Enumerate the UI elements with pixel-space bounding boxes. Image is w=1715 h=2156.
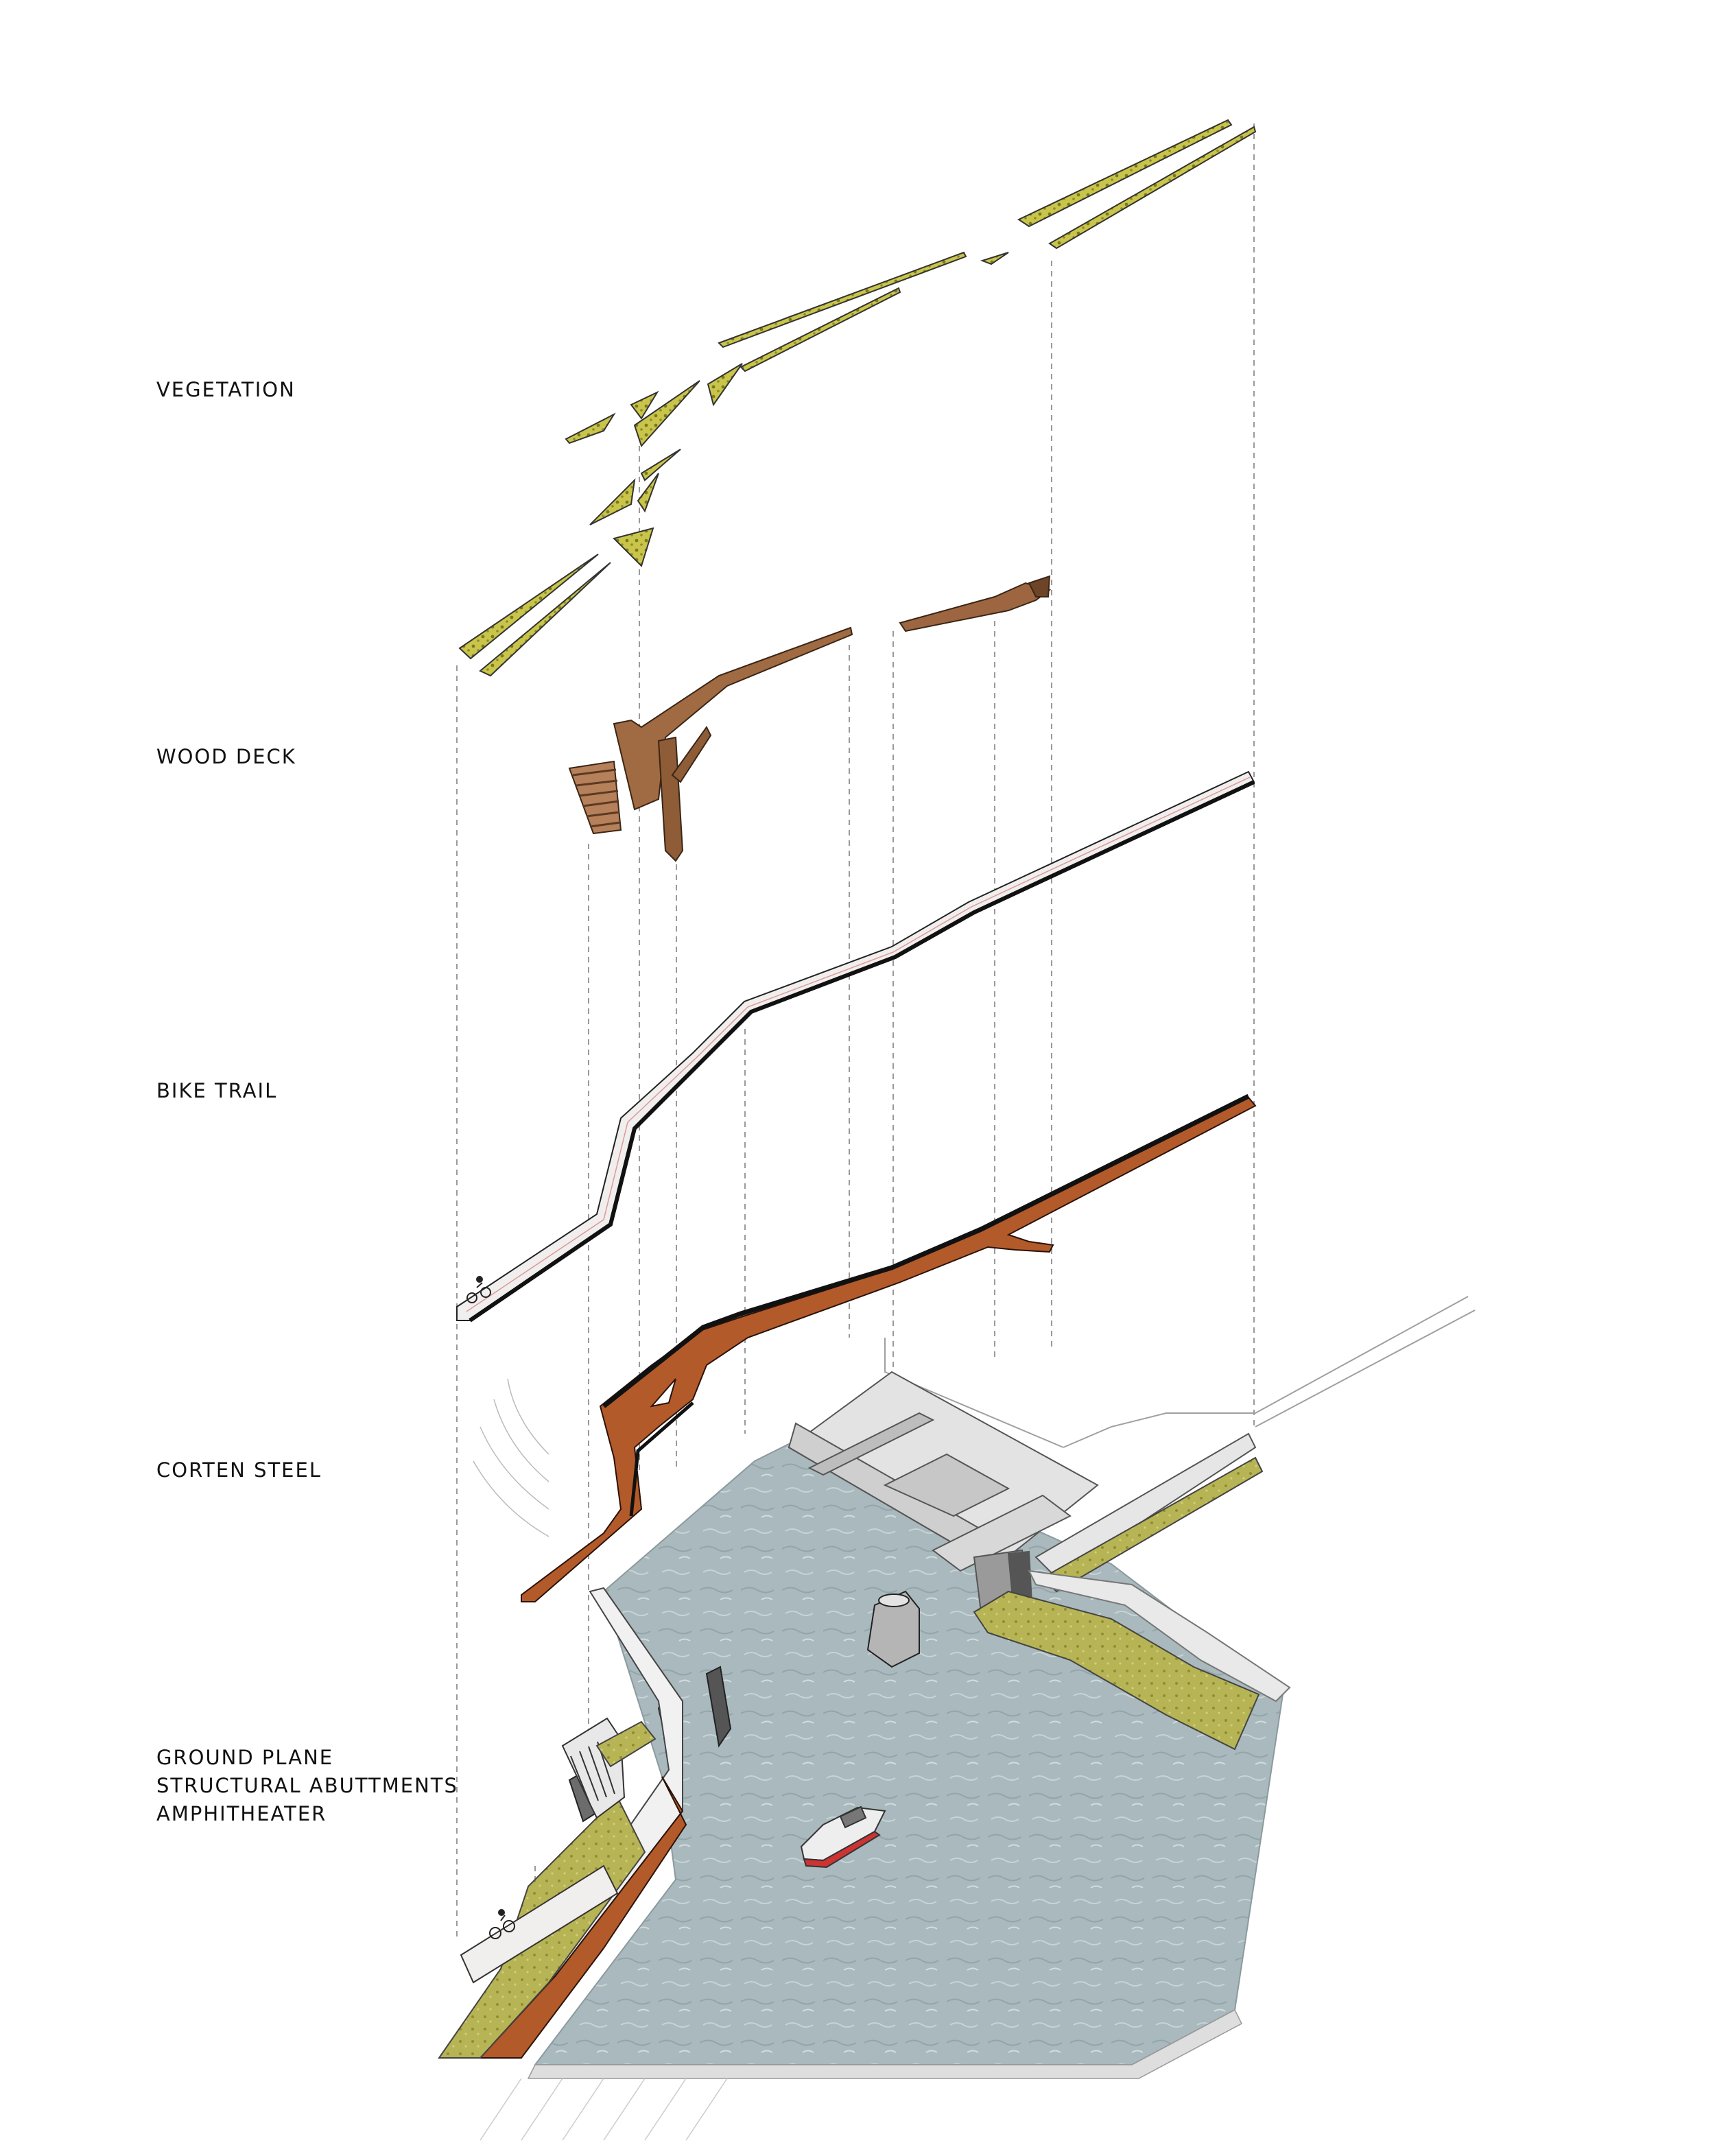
label-ground-plane: GROUND PLANE (156, 1746, 334, 1769)
bike-trail-layer (456, 770, 1255, 1323)
abutment-structure (788, 1371, 1099, 1620)
ground-plane-layer (438, 1296, 1476, 2141)
label-amphitheater: AMPHITHEATER (156, 1802, 327, 1825)
corten-steel-layer (521, 1093, 1257, 1602)
base-hatch (480, 2078, 728, 2141)
alignment-lines (456, 123, 1255, 2030)
roadway-lines (884, 1296, 1476, 1448)
vegetation-layer (458, 119, 1257, 677)
label-corten-steel: CORTEN STEEL (156, 1458, 322, 1482)
label-ground-plane-group: GROUND PLANE STRUCTURAL ABUTTMENTS AMPHI… (156, 1744, 458, 1828)
contour-lines (473, 1378, 549, 1537)
cyclist-icon-ground (489, 1909, 515, 1939)
label-structural-abutments: STRUCTURAL ABUTTMENTS (156, 1774, 458, 1797)
boat-icon (800, 1805, 886, 1869)
cyclist-icon (466, 1276, 491, 1303)
label-vegetation: VEGETATION (156, 378, 296, 401)
label-wood-deck: WOOD DECK (156, 745, 296, 768)
wood-deck-layer (568, 575, 1052, 862)
label-bike-trail: BIKE TRAIL (156, 1079, 278, 1102)
